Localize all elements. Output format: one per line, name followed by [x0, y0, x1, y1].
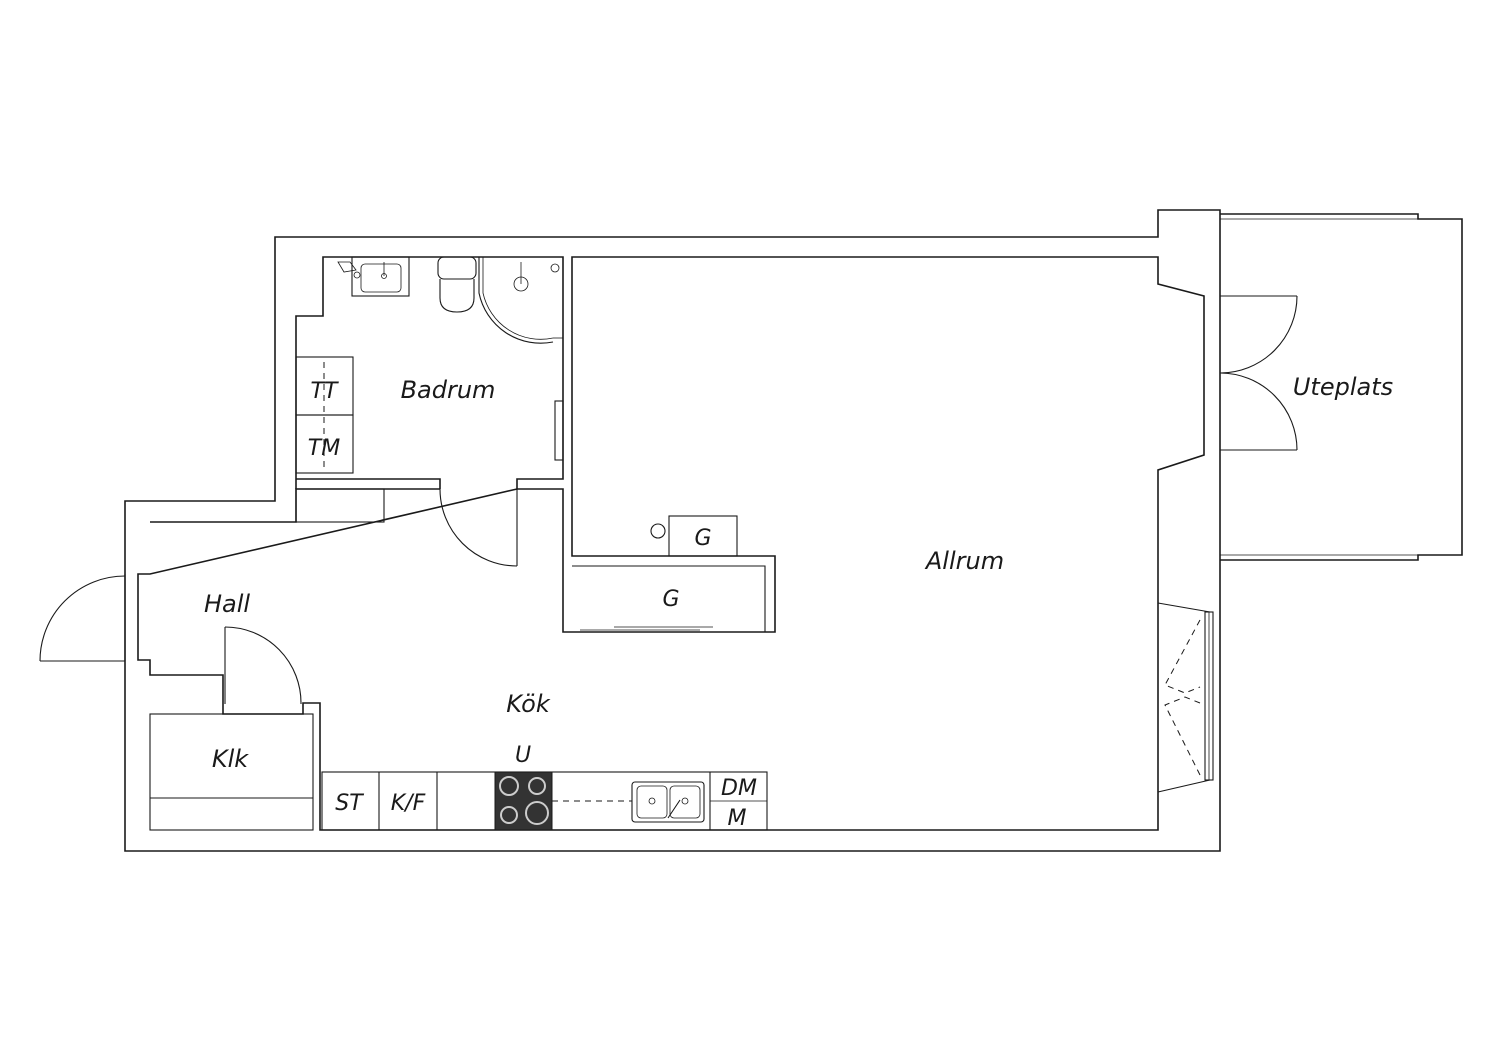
closet-door[interactable] — [224, 626, 302, 705]
room-label-hall: Hall — [204, 590, 250, 618]
window-right — [1157, 602, 1214, 793]
fixture-label-m: M — [728, 806, 747, 831]
fixture-label-g-upper: G — [694, 526, 711, 551]
fixture-label-tm: TM — [308, 436, 340, 461]
labels: Badrum Allrum Uteplats Hall Kök Klk TT T… — [204, 373, 1393, 831]
fixture-label-g-lower: G — [662, 587, 679, 612]
bathroom-door[interactable] — [439, 488, 518, 567]
fixture-label-st: ST — [335, 791, 364, 816]
outer-walls — [124, 209, 1221, 852]
fixture-label-u: U — [515, 743, 531, 768]
double-door-uteplats[interactable] — [1219, 295, 1298, 451]
room-label-badrum: Badrum — [401, 376, 496, 404]
stove-icon — [494, 771, 553, 831]
bathroom-fixtures — [295, 256, 564, 474]
uteplats-area — [1220, 213, 1463, 561]
double-sink-icon — [631, 781, 705, 823]
room-label-klk: Klk — [212, 745, 249, 773]
fixture-label-tt: TT — [311, 379, 339, 404]
room-label-uteplats: Uteplats — [1293, 373, 1393, 401]
hall-fixtures — [149, 488, 385, 831]
room-label-allrum: Allrum — [924, 547, 1004, 575]
fixture-label-kf: K/F — [391, 791, 426, 816]
entrance-door[interactable] — [39, 574, 126, 662]
room-label-kok: Kök — [506, 690, 551, 718]
fixture-label-dm: DM — [721, 776, 757, 801]
wardrobe-units — [572, 515, 766, 632]
